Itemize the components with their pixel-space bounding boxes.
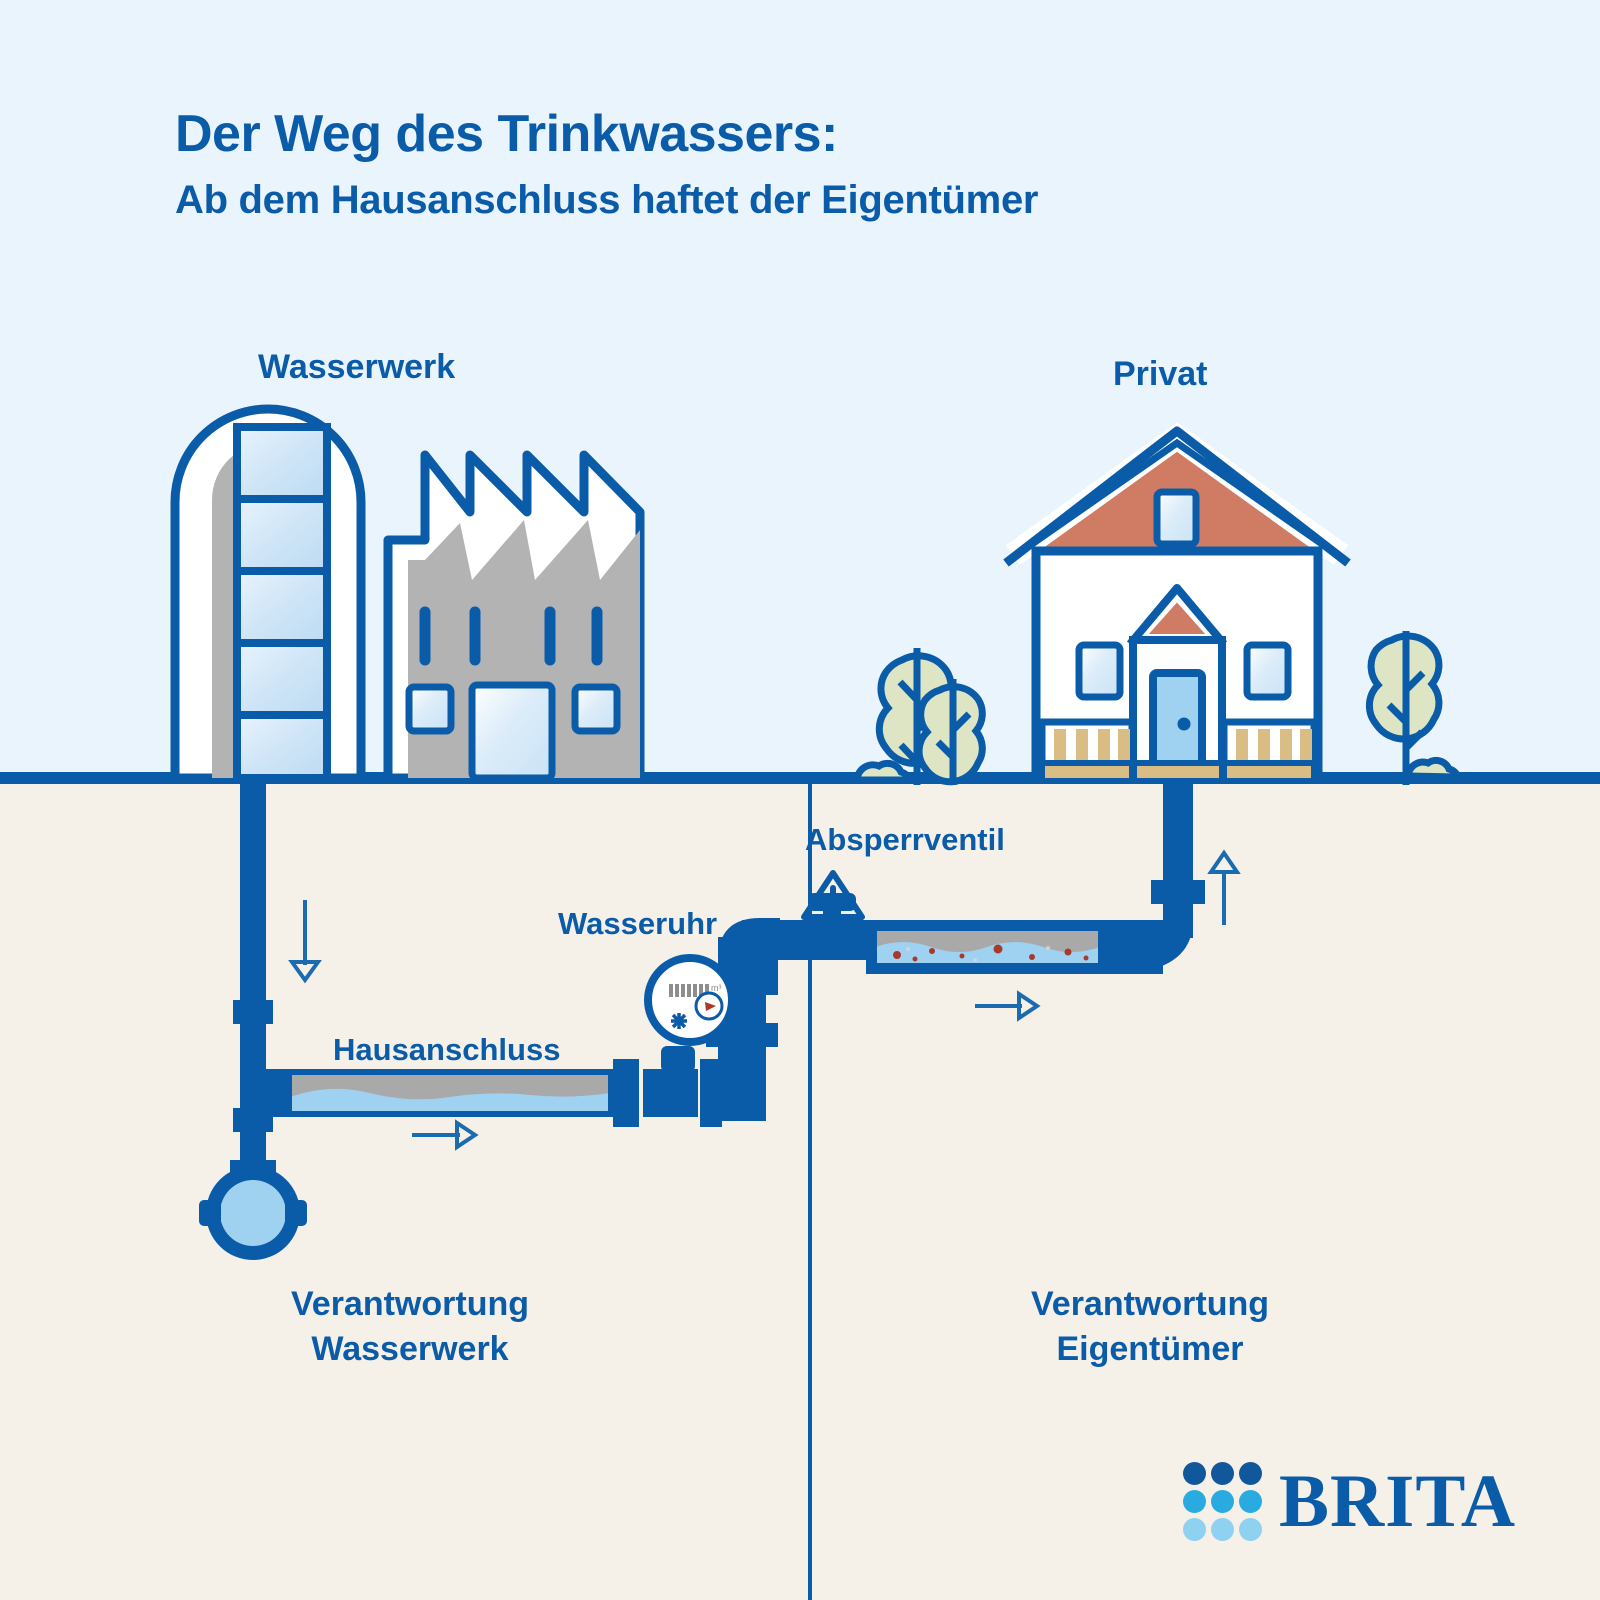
meter-star-icon <box>671 1013 687 1029</box>
tree-icon-right <box>1365 631 1464 785</box>
shrub-icon-right <box>1404 756 1464 781</box>
factory-window-right <box>571 683 621 735</box>
private-pipe-interior <box>873 927 1102 967</box>
shrub-icon-left <box>853 759 916 784</box>
brita-dot <box>1211 1518 1234 1541</box>
pipe-public-flange2 <box>700 1059 722 1127</box>
page-title: Der Weg des Trinkwassers: <box>175 105 838 163</box>
label-water-meter: Wasseruhr <box>558 906 718 941</box>
page-subtitle: Ab dem Hausanschluss haftet der Eigentüm… <box>175 178 1039 222</box>
brita-dot <box>1183 1490 1206 1513</box>
private-house <box>1003 422 1351 784</box>
pipe-right-vertical <box>1163 778 1193 938</box>
attic-window <box>1153 488 1200 548</box>
house-window-tr <box>1243 641 1292 701</box>
pipe-public-flange-right <box>613 1059 639 1127</box>
flow-arrow-down <box>288 900 322 984</box>
brita-wordmark: BRITA <box>1279 1460 1516 1543</box>
brita-dot <box>1211 1490 1234 1513</box>
brita-dot <box>1183 1518 1206 1541</box>
factory-slit-windows <box>419 606 603 666</box>
water-meter-icon: m³ <box>644 954 736 1046</box>
waterworks-building <box>170 404 645 783</box>
warning-triangle-icon <box>801 870 865 920</box>
pipe-right-flange <box>1151 880 1205 904</box>
pipe-public-tee <box>643 1069 698 1117</box>
brita-dot <box>1239 1518 1262 1541</box>
brita-dot <box>1211 1462 1234 1485</box>
pipe-flange-a <box>233 1000 273 1024</box>
meter-unit-label: m³ <box>711 983 722 993</box>
meter-needle <box>705 1002 716 1011</box>
factory-door <box>468 681 556 782</box>
house-window-tl <box>1075 641 1124 701</box>
label-shutoff-valve: Absperrventil <box>805 822 1005 857</box>
porch-gable-outline <box>1126 584 1228 647</box>
brita-dot <box>1239 1462 1262 1485</box>
flow-arrow-right-private <box>975 990 1041 1022</box>
porch-gable-fill <box>1140 596 1214 634</box>
flow-arrow-up <box>1207 849 1241 925</box>
brita-dot-grid <box>1183 1462 1262 1541</box>
brita-logo: BRITA <box>1183 1462 1516 1541</box>
brita-dot <box>1183 1462 1206 1485</box>
house-connection-pipe-interior <box>288 1071 612 1115</box>
label-private: Privat <box>1113 355 1208 393</box>
pump-valve-icon <box>199 1160 307 1260</box>
silo-window-column <box>233 423 331 782</box>
tree-icon-left-pair <box>853 648 986 786</box>
factory-window-left <box>405 683 455 735</box>
brita-dot <box>1239 1490 1262 1513</box>
porch-deck <box>1039 760 1317 784</box>
door-knob-icon <box>1177 717 1191 731</box>
label-waterworks: Wasserwerk <box>258 348 456 386</box>
roof-inner-line <box>1019 438 1335 554</box>
pipe-public-tee-top <box>661 1046 695 1072</box>
meter-digits <box>669 984 709 997</box>
flow-arrow-right-public <box>412 1119 479 1151</box>
label-house-connection: Hausanschluss <box>333 1032 561 1067</box>
